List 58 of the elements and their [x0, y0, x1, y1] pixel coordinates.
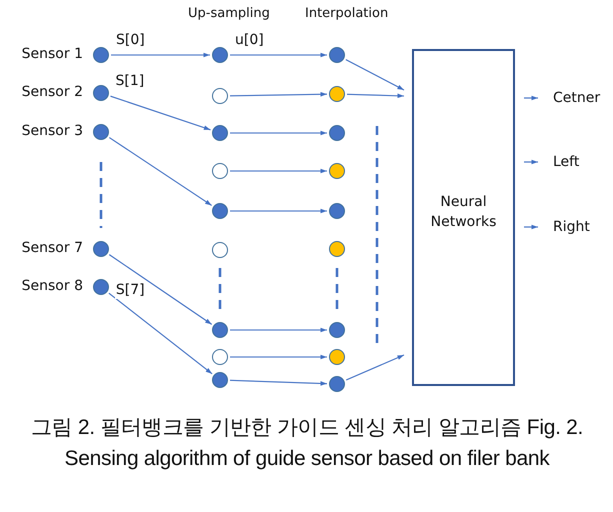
sensor-label: Sensor 8 [22, 277, 83, 295]
circle-dot [212, 163, 228, 179]
circle-dot [329, 163, 345, 179]
edge-label: S[0] [115, 31, 146, 49]
circle-dot [212, 47, 228, 63]
arrow [230, 208, 327, 214]
edge-label: u[0] [234, 31, 265, 49]
arrow [346, 59, 404, 90]
column-heading: Interpolation [305, 5, 388, 23]
output-label: Cetner [553, 89, 600, 107]
circle-dot [93, 47, 109, 63]
arrow [108, 254, 212, 325]
circle-dot [212, 372, 228, 388]
circle-dot [329, 322, 345, 338]
circle-dot [93, 124, 109, 140]
edge-label: S[7] [114, 281, 146, 300]
network-box [412, 49, 515, 386]
circle-dot [93, 241, 109, 257]
circle-dot [329, 203, 345, 219]
circle-dot [329, 86, 345, 102]
circle-dot [329, 47, 345, 63]
arrow [524, 160, 538, 164]
arrow [109, 137, 212, 206]
arrow [230, 92, 327, 97]
output-label: Left [553, 153, 580, 171]
circle-dot [329, 376, 345, 392]
arrow [110, 96, 211, 130]
arrow [230, 380, 328, 386]
circle-dot [212, 242, 228, 258]
arrow [346, 94, 404, 98]
column-heading: Up-sampling [188, 5, 270, 23]
circle-dot [329, 241, 345, 257]
box-label: Neural Networks [430, 192, 498, 232]
arrow [346, 354, 404, 381]
sensor-label: Sensor 7 [22, 239, 83, 257]
arrow [230, 52, 327, 58]
circle-dot [212, 88, 228, 104]
circle-dot [329, 349, 345, 365]
figure-caption: 그림 2. 필터뱅크를 기반한 가이드 센싱 처리 알고리즘 Fig. 2. Sensing algorithm of guide sensor based on filer bank [30, 415, 584, 472]
arrow [230, 168, 327, 174]
arrow [230, 328, 327, 332]
sensor-label: Sensor 2 [22, 83, 83, 101]
circle-dot [212, 203, 228, 219]
circle-dot [212, 125, 228, 141]
arrow [524, 96, 538, 100]
arrow [230, 354, 327, 360]
circle-dot [212, 349, 228, 365]
sensor-label: Sensor 1 [22, 45, 83, 63]
arrow [108, 292, 212, 374]
circle-dot [329, 125, 345, 141]
sensor-label: Sensor 3 [22, 122, 83, 140]
output-label: Right [553, 218, 590, 236]
circle-dot [93, 85, 109, 101]
arrow [230, 130, 327, 136]
circle-dot [212, 322, 228, 338]
circle-dot [93, 279, 109, 295]
arrow [111, 52, 210, 58]
arrow [524, 224, 538, 230]
